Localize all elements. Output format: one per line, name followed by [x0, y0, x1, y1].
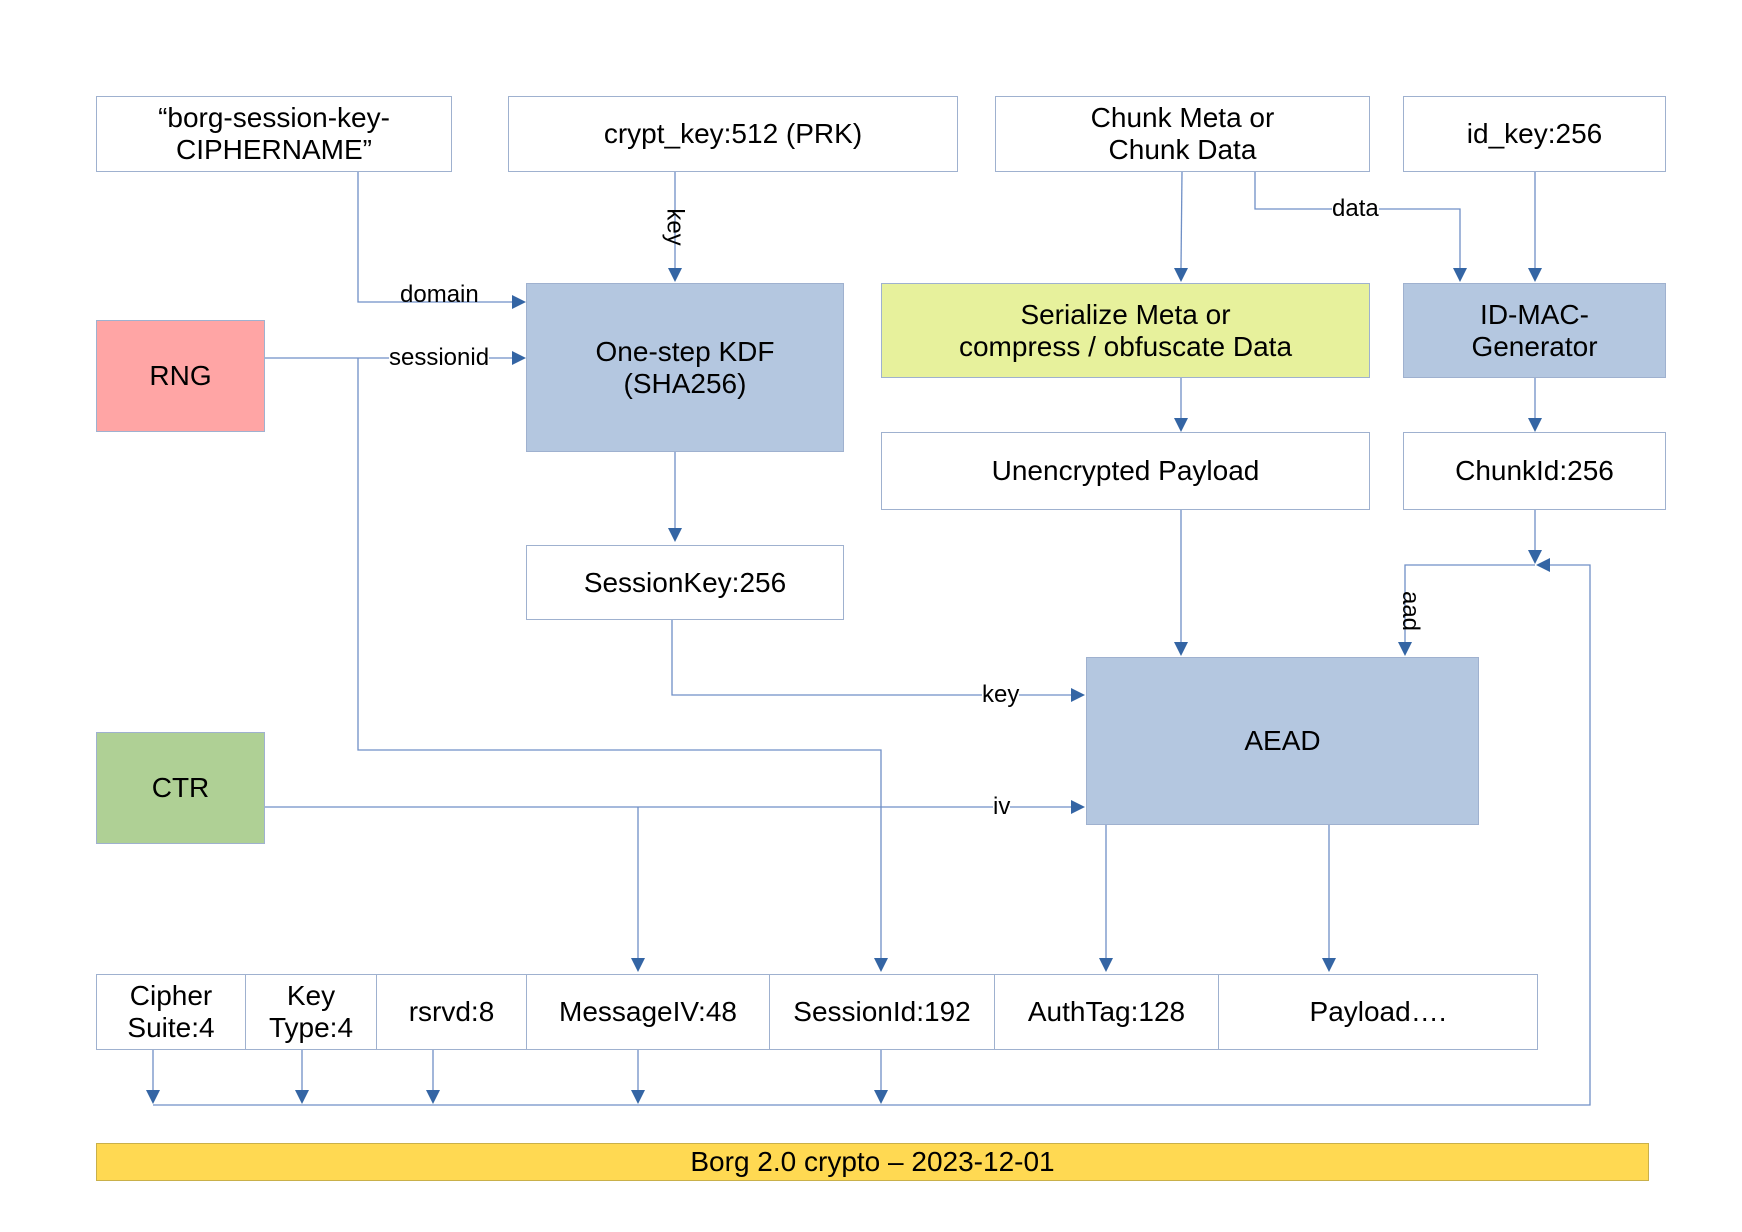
- edge-domain: [357, 172, 512, 303]
- arrowhead: [1528, 268, 1542, 282]
- header-field-label: SessionId:192: [793, 996, 971, 1028]
- unencrypted-payload-text: Unencrypted Payload: [991, 455, 1260, 487]
- kdf-text: One-step KDF (SHA256): [595, 335, 775, 399]
- kdf-box: One-step KDF (SHA256): [526, 283, 844, 452]
- arrowhead: [512, 351, 526, 365]
- arrowhead: [631, 958, 645, 972]
- session-key-box: SessionKey:256: [526, 545, 844, 620]
- rng-text: RNG: [149, 360, 212, 392]
- aead-box: AEAD: [1086, 657, 1479, 825]
- header-field-label: Cipher Suite:4: [127, 980, 215, 1043]
- arrowhead: [1099, 958, 1113, 972]
- rng-box: RNG: [96, 320, 265, 432]
- arrowhead: [1174, 642, 1188, 656]
- arrowhead: [874, 958, 888, 972]
- arrowhead: [1174, 268, 1188, 282]
- header-field-auth-tag: AuthTag:128: [994, 974, 1219, 1050]
- edge-label-sessionid: sessionid: [389, 344, 490, 371]
- edge-label-key-to-kdf: key: [661, 208, 689, 246]
- ctr-text: CTR: [151, 772, 210, 804]
- unencrypted-payload-box: Unencrypted Payload: [881, 432, 1370, 510]
- arrowhead: [668, 528, 682, 542]
- ctr-box: CTR: [96, 732, 265, 844]
- edge-return-bus: [153, 564, 1591, 1106]
- arrowhead: [874, 1090, 888, 1104]
- header-field-cipher-suite: Cipher Suite:4: [96, 974, 246, 1050]
- header-field-label: Payload….: [1309, 996, 1447, 1028]
- arrowhead: [1536, 558, 1550, 572]
- edge-label-key-to-aead: key: [982, 681, 1020, 708]
- arrowhead: [1528, 550, 1542, 564]
- id-mac-generator-text: ID-MAC- Generator: [1471, 298, 1598, 362]
- arrowhead: [146, 1090, 160, 1104]
- header-field-label: MessageIV:48: [559, 996, 737, 1028]
- arrowhead: [1398, 642, 1412, 656]
- header-field-reserved: rsrvd:8: [376, 974, 527, 1050]
- header-field-session-id: SessionId:192: [769, 974, 995, 1050]
- arrowhead: [1322, 958, 1336, 972]
- domain-string-text: “borg-session-key- CIPHERNAME”: [158, 102, 390, 165]
- arrowhead: [1071, 688, 1085, 702]
- id-mac-generator-box: ID-MAC- Generator: [1403, 283, 1666, 378]
- id-key-box: id_key:256: [1403, 96, 1666, 172]
- header-field-payload: Payload….: [1218, 974, 1538, 1050]
- arrowhead: [1071, 800, 1085, 814]
- edge-label-domain: domain: [400, 281, 479, 308]
- arrowhead: [1174, 418, 1188, 432]
- chunk-id-box: ChunkId:256: [1403, 432, 1666, 510]
- footer-caption: Borg 2.0 crypto – 2023-12-01: [96, 1143, 1649, 1181]
- arrowhead: [1528, 418, 1542, 432]
- session-key-text: SessionKey:256: [583, 566, 787, 598]
- arrowhead: [668, 268, 682, 282]
- edge-sessionkey-aead: [671, 620, 1071, 696]
- crypt-key-box: crypt_key:512 (PRK): [508, 96, 958, 172]
- edge-rng-sessionid-field: [357, 358, 882, 958]
- edge-aad: [1404, 564, 1535, 642]
- aead-text: AEAD: [1244, 725, 1321, 757]
- header-field-key-type: Key Type:4: [245, 974, 377, 1050]
- edge-label-aad: aad: [1397, 590, 1425, 632]
- footer-caption-text: Borg 2.0 crypto – 2023-12-01: [690, 1146, 1055, 1178]
- arrowhead: [295, 1090, 309, 1104]
- arrowhead: [512, 295, 526, 309]
- id-key-text: id_key:256: [1466, 118, 1603, 150]
- header-field-label: rsrvd:8: [408, 996, 495, 1028]
- domain-string-box: “borg-session-key- CIPHERNAME”: [96, 96, 452, 172]
- header-field-label: Key Type:4: [268, 980, 354, 1043]
- edge-label-data: data: [1332, 195, 1379, 222]
- header-field-message-iv: MessageIV:48: [526, 974, 770, 1050]
- chunk-input-box: Chunk Meta or Chunk Data: [995, 96, 1370, 172]
- arrowhead: [631, 1090, 645, 1104]
- chunk-input-text: Chunk Meta or Chunk Data: [1090, 102, 1275, 165]
- arrowhead: [426, 1090, 440, 1104]
- serialize-box: Serialize Meta or compress / obfuscate D…: [881, 283, 1370, 378]
- serialize-text: Serialize Meta or compress / obfuscate D…: [958, 298, 1293, 362]
- crypt-key-text: crypt_key:512 (PRK): [603, 118, 863, 150]
- edge-label-iv: iv: [993, 793, 1011, 820]
- header-field-label: AuthTag:128: [1027, 996, 1186, 1028]
- edge-chunk-to-serialize: [1180, 171, 1183, 269]
- arrowhead: [1453, 268, 1467, 282]
- chunk-id-text: ChunkId:256: [1455, 455, 1614, 487]
